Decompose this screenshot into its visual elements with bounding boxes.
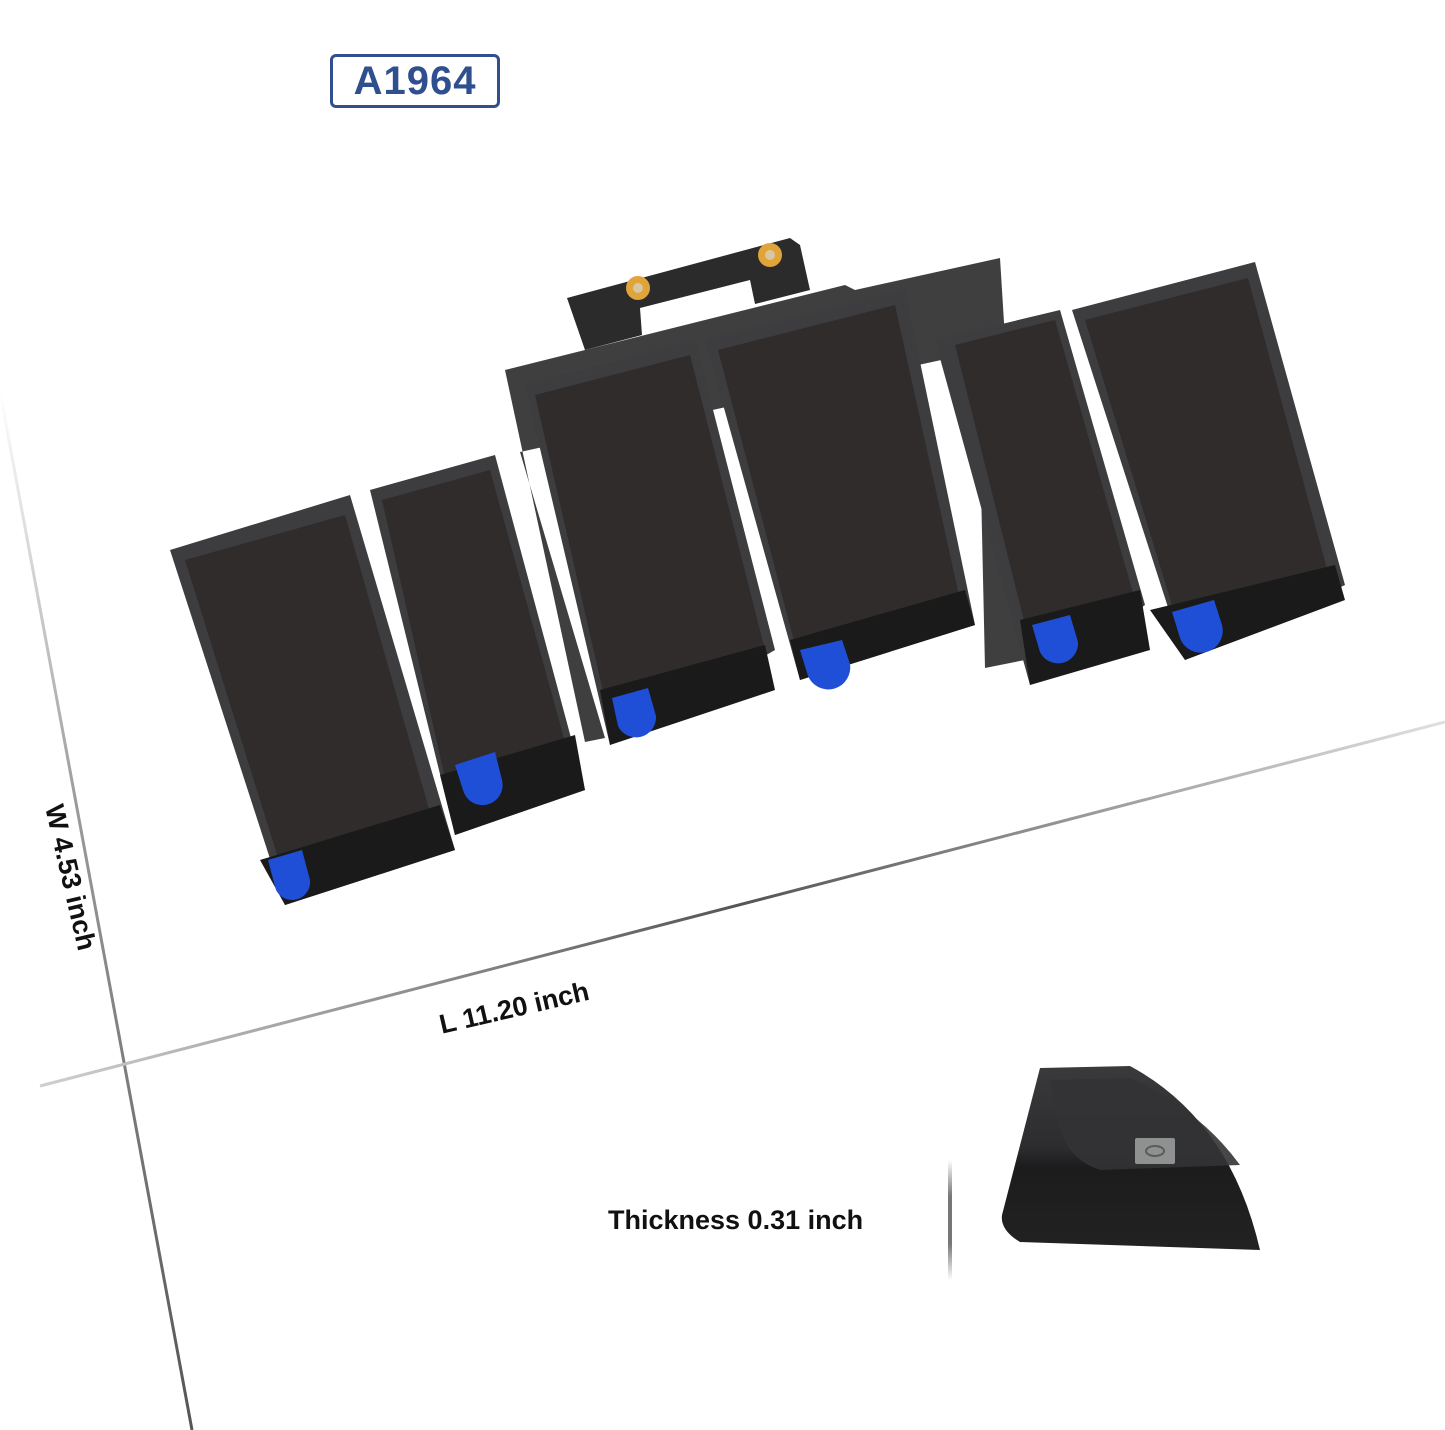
- battery-cell: [170, 495, 455, 905]
- corner-closeup: [1001, 1066, 1260, 1250]
- sensor-pad: [1135, 1138, 1175, 1164]
- pull-tab: [1172, 600, 1223, 653]
- pull-tab: [800, 640, 851, 690]
- width-dimension-line: [0, 391, 194, 1430]
- battery-cell: [370, 455, 585, 835]
- battery-assembly: [170, 238, 1345, 905]
- pull-tab: [1032, 615, 1079, 664]
- battery-cell: [1072, 262, 1345, 660]
- pull-tab: [268, 850, 311, 900]
- model-badge: A1964: [330, 54, 500, 108]
- thickness-dimension-line: [948, 1160, 952, 1280]
- connector-flex: [567, 238, 810, 350]
- battery-cell: [705, 290, 975, 690]
- pull-tab: [455, 752, 503, 806]
- length-dimension-line: [39, 720, 1445, 1088]
- battery-cell: [935, 310, 1150, 685]
- pull-tab: [612, 688, 657, 738]
- battery-cell: [525, 340, 775, 745]
- thickness-label: Thickness 0.31 inch: [608, 1205, 864, 1235]
